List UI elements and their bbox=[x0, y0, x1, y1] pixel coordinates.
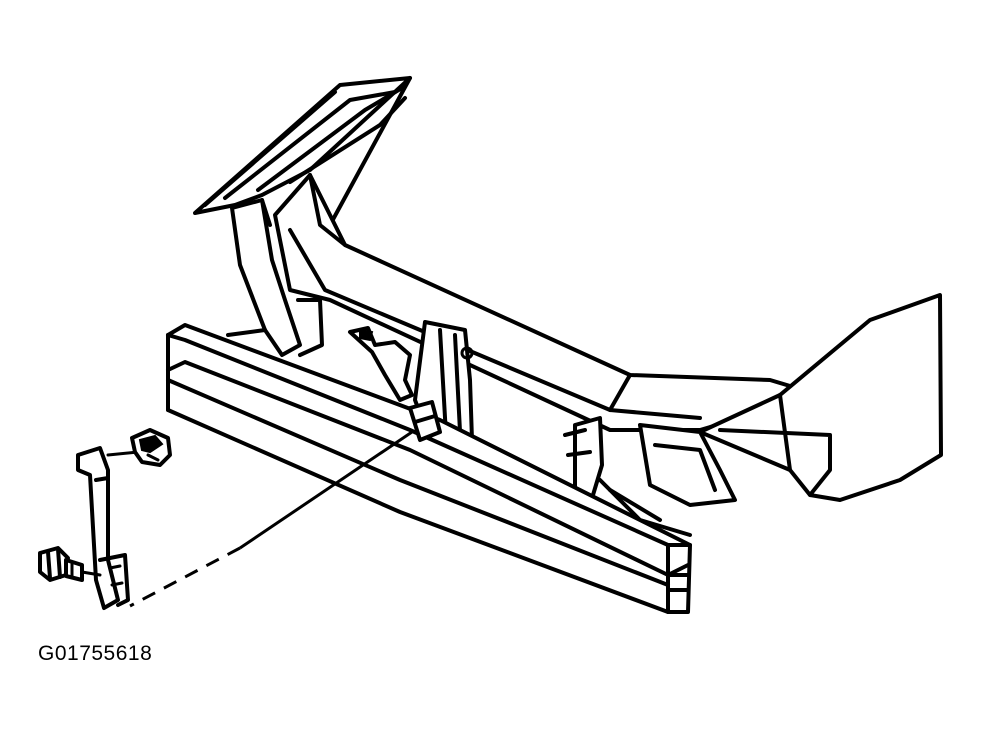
hood-panel bbox=[193, 76, 412, 227]
bolt-icon bbox=[38, 546, 102, 582]
left-support-pillar bbox=[226, 198, 324, 357]
figure-id-label: G01755618 bbox=[38, 642, 153, 665]
impact-bar-brackets bbox=[408, 400, 442, 442]
clip-nut-icon bbox=[130, 428, 172, 467]
right-fender bbox=[563, 293, 943, 537]
impact-bar bbox=[166, 323, 692, 614]
bracket-icon bbox=[76, 446, 140, 610]
leader-line-dashed bbox=[129, 546, 241, 608]
leader-line bbox=[239, 430, 413, 550]
